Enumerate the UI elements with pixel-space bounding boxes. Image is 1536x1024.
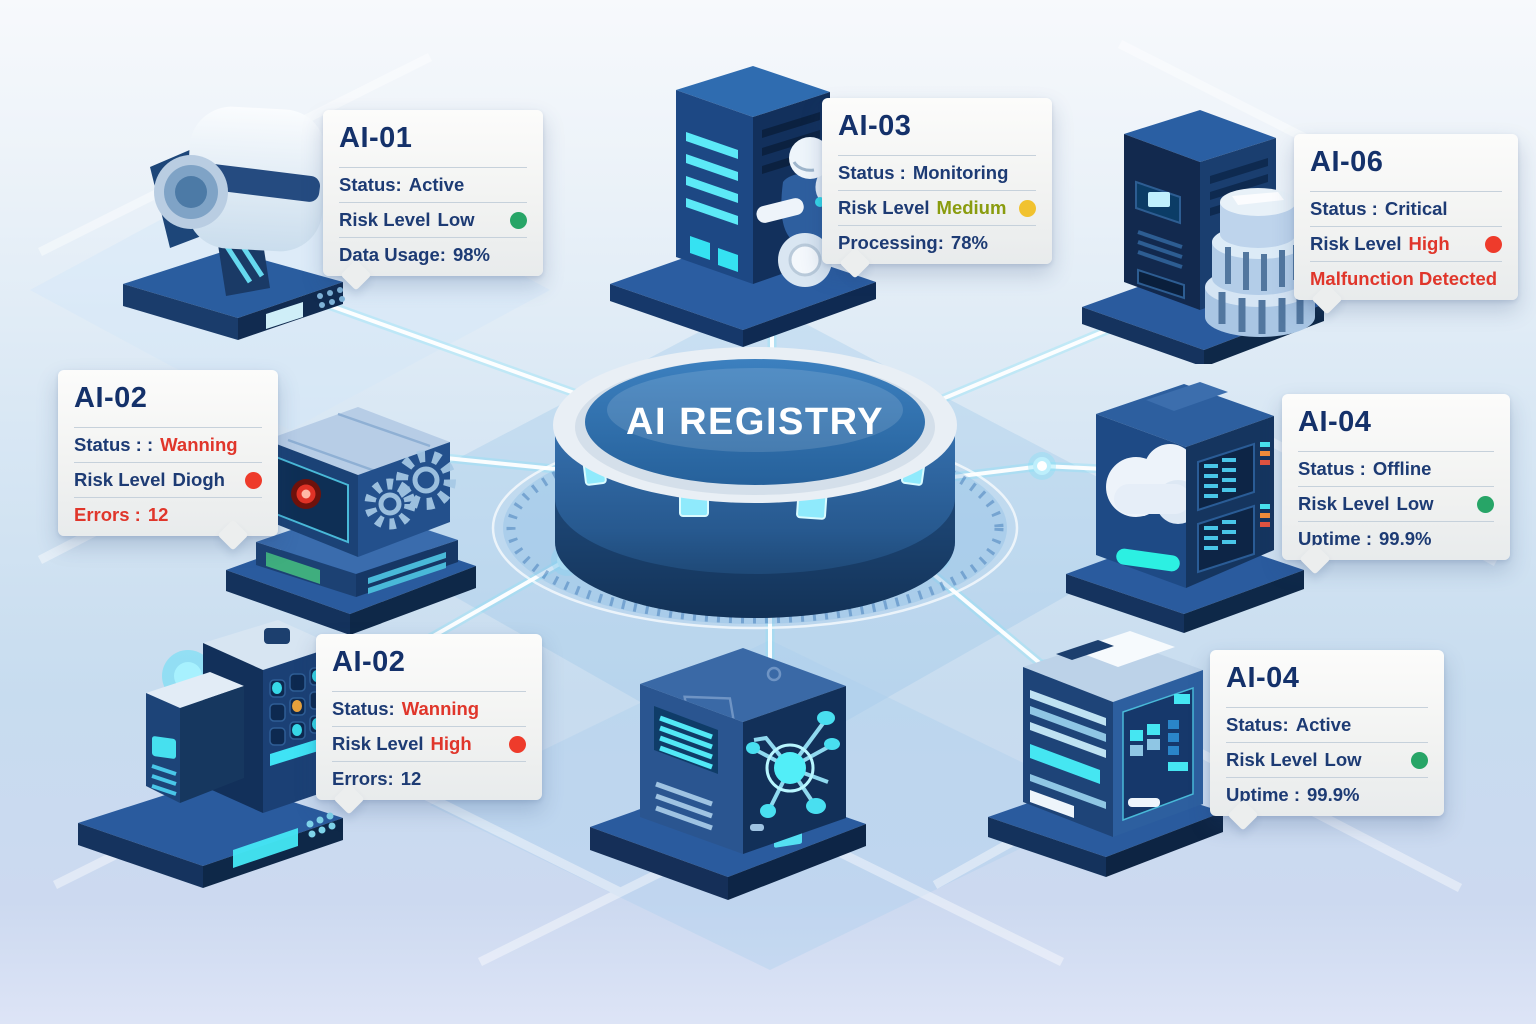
hub-cylinder (553, 347, 957, 618)
divider (838, 190, 1036, 191)
risk-medium-indicator (1019, 199, 1036, 217)
divider (838, 225, 1036, 226)
divider (1298, 521, 1494, 522)
card-title: AI-02 (74, 382, 148, 414)
metric-row: Data Usage:98% (339, 244, 490, 265)
server-tower-robot-icon (610, 66, 876, 347)
ai-registry-hub: AI REGISTRY (491, 347, 1019, 630)
red-alert-light (291, 479, 321, 509)
circuit-core-cube-icon (590, 648, 866, 900)
divider (1310, 226, 1502, 227)
circuit-glyph (746, 711, 840, 831)
risk-high-indicator (509, 735, 526, 753)
metric-row: Errors:12 (332, 768, 422, 789)
server-panel-2 (1197, 504, 1270, 574)
status-row: Status :Critical (1310, 198, 1448, 219)
divider (1310, 191, 1502, 192)
card-title: AI-04 (1226, 662, 1300, 694)
hub-title: AI REGISTRY (626, 401, 884, 443)
risk-low-indicator (1477, 495, 1494, 513)
cloud-server-icon (1066, 382, 1304, 633)
status-row: Status:Active (1226, 714, 1352, 735)
divider (74, 462, 262, 463)
left-face-lines (1030, 690, 1106, 818)
server-panel-1 (1197, 442, 1270, 512)
control-panel-cube-icon (988, 631, 1223, 877)
risk-low-indicator (510, 211, 527, 229)
metric-row: Uptime :99.9% (1298, 528, 1432, 549)
divider (332, 726, 526, 727)
card-title: AI-04 (1298, 406, 1372, 438)
divider (74, 427, 262, 428)
status-row: Status : :Wanning (74, 434, 238, 455)
status-row: Status :Offline (1298, 458, 1432, 479)
divider (1298, 451, 1494, 452)
divider (332, 691, 526, 692)
gear-glyphs (364, 450, 456, 530)
risk-high-indicator (245, 471, 262, 489)
robot-head-icon (123, 106, 345, 340)
metric-row: Uptime :99.9% (1226, 784, 1360, 805)
divider (1226, 742, 1428, 743)
divider (339, 167, 527, 168)
divider (838, 155, 1036, 156)
card-title: AI-02 (332, 646, 406, 678)
metric-row: Errors :12 (74, 504, 169, 525)
divider (1298, 486, 1494, 487)
turbine-stack (1205, 188, 1315, 337)
divider (1226, 707, 1428, 708)
divider (339, 202, 527, 203)
divider (1310, 261, 1502, 262)
card-title: AI-01 (339, 122, 413, 154)
risk-high-indicator (1485, 235, 1502, 253)
divider (1226, 777, 1428, 778)
divider (332, 761, 526, 762)
divider (339, 237, 527, 238)
risk-low-indicator (1411, 751, 1428, 769)
card-title: AI-03 (838, 110, 912, 142)
status-row: Status :Monitoring (838, 162, 1009, 183)
data-center-building-icon (78, 620, 343, 888)
server-turbine-icon (1082, 110, 1324, 364)
status-row: Status:Wanning (332, 698, 480, 719)
status-row: Status:Active (339, 174, 465, 195)
card-title: AI-06 (1310, 146, 1384, 178)
alert-row: Malfunction Detected (1310, 268, 1498, 289)
gear-machine-icon (226, 407, 476, 635)
metric-row: Processing:78% (838, 232, 988, 253)
panel-widgets (1128, 694, 1190, 807)
divider (74, 497, 262, 498)
